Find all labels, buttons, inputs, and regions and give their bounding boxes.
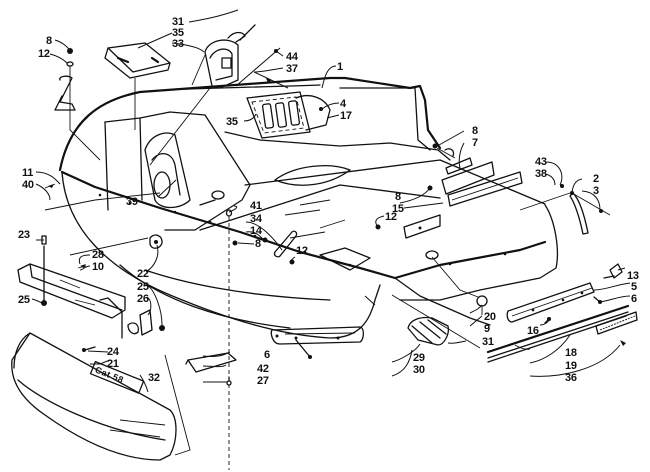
- screw-44: [235, 47, 281, 87]
- callout-31: 31: [172, 16, 184, 28]
- callout-7: 7: [472, 137, 478, 149]
- callout-34: 34: [250, 213, 263, 225]
- callout-25: 25: [18, 294, 30, 306]
- callout-8: 8: [46, 35, 52, 47]
- callout-8: 8: [255, 238, 261, 250]
- callout-32: 32: [148, 372, 160, 384]
- callout-24: 24: [107, 346, 120, 358]
- callout-20: 20: [484, 311, 496, 323]
- callout-44: 44: [286, 51, 299, 63]
- callout-42: 42: [257, 363, 269, 375]
- bumper-bracket: [17, 183, 165, 352]
- callout-17: 17: [340, 110, 352, 122]
- callout-29: 29: [413, 352, 425, 364]
- callout-15: 15: [392, 203, 404, 215]
- callout-27: 27: [257, 375, 269, 387]
- steering-boot: [149, 31, 246, 166]
- callout-6: 6: [264, 349, 270, 361]
- callout-37: 37: [286, 63, 298, 75]
- cable-top: [239, 24, 256, 41]
- callout-30: 30: [413, 364, 425, 376]
- callout-12: 12: [385, 211, 397, 223]
- grab-handle: [225, 209, 298, 470]
- callout-3: 3: [593, 185, 599, 197]
- callout-16: 16: [527, 325, 539, 337]
- callout-labels: 31 35 33 8 12 44 37 1 4 17 35 11 40 39 8…: [18, 16, 639, 387]
- callout-19: 19: [565, 360, 577, 372]
- callout-43: 43: [535, 156, 547, 168]
- callout-6: 6: [631, 293, 637, 305]
- callout-28: 28: [92, 249, 104, 261]
- callout-12: 12: [38, 48, 50, 60]
- callout-8: 8: [395, 191, 401, 203]
- hood-pad: [104, 42, 171, 130]
- callout-13: 13: [627, 270, 639, 282]
- callout-33: 33: [172, 38, 184, 50]
- running-board: [486, 263, 638, 363]
- callout-23: 23: [18, 229, 30, 241]
- callout-4: 4: [340, 98, 347, 110]
- callout-2: 2: [593, 173, 599, 185]
- callout-41: 41: [250, 200, 262, 212]
- callout-38: 38: [535, 168, 547, 180]
- vent-panel: [246, 91, 331, 139]
- hood-body: [58, 76, 559, 339]
- callout-26: 26: [137, 293, 149, 305]
- side-rails: [375, 143, 611, 239]
- center-fittings: [364, 256, 488, 349]
- callout-35: 35: [172, 27, 184, 39]
- skid-plates: [185, 326, 365, 386]
- callout-31: 31: [482, 336, 494, 348]
- callout-21: 21: [107, 358, 119, 370]
- callout-25: 25: [137, 281, 149, 293]
- callout-22: 22: [137, 268, 149, 280]
- callout-9: 9: [484, 323, 490, 335]
- callout-12: 12: [296, 245, 308, 257]
- callout-8: 8: [472, 125, 478, 137]
- callout-5: 5: [631, 281, 637, 293]
- callout-18: 18: [565, 347, 577, 359]
- callout-35: 35: [226, 116, 238, 128]
- callout-36: 36: [565, 372, 577, 384]
- mount-bracket: [54, 48, 101, 161]
- callout-10: 10: [92, 261, 104, 273]
- callout-14: 14: [250, 225, 263, 237]
- callout-11: 11: [22, 167, 33, 179]
- callout-leaders: [31, 9, 631, 393]
- callout-1: 1: [337, 61, 343, 73]
- callout-39: 39: [126, 196, 138, 208]
- callout-40: 40: [22, 179, 34, 191]
